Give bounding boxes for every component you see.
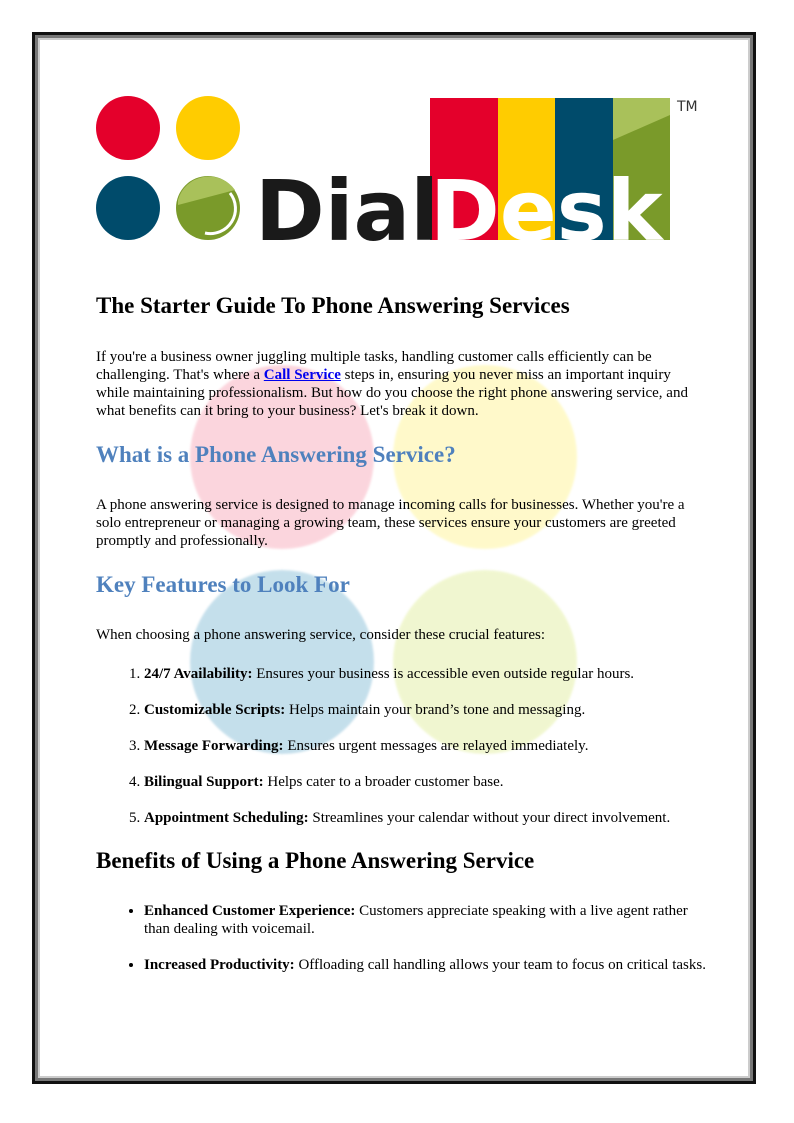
list-item: Message Forwarding: Ensures urgent messa…: [144, 737, 706, 755]
benefits-list: Enhanced Customer Experience: Customers …: [96, 902, 706, 974]
list-item: Appointment Scheduling: Streamlines your…: [144, 809, 706, 827]
section-paragraph: A phone answering service is designed to…: [96, 497, 685, 549]
section-heading: What is a Phone Answering Service?: [96, 442, 456, 467]
section-heading: Benefits of Using a Phone Answering Serv…: [96, 848, 535, 873]
intro-text: steps in, ensuring you never miss an imp…: [96, 367, 688, 419]
page-title: The Starter Guide To Phone Answering Ser…: [96, 293, 570, 318]
list-item: Enhanced Customer Experience: Customers …: [144, 902, 706, 938]
watermark-red-circle: [190, 365, 374, 549]
intro-paragraph: If you're a business owner juggling mult…: [96, 348, 706, 420]
document-body: The Starter Guide To Phone Answering Ser…: [96, 292, 706, 994]
svg-text:TM: TM: [676, 99, 698, 115]
watermark-green-circle: [393, 570, 577, 754]
call-service-link[interactable]: Call Service: [263, 367, 341, 383]
svg-text:Dial: Dial: [255, 162, 439, 245]
list-item: Bilingual Support: Helps cater to a broa…: [144, 773, 706, 791]
section-paragraph: When choosing a phone answering service,…: [96, 627, 545, 643]
dialdesk-logo: Dial Desk TM: [95, 95, 705, 260]
list-item: Increased Productivity: Offloading call …: [144, 956, 706, 974]
svg-text:Desk: Desk: [430, 162, 665, 245]
watermark-blue-circle: [190, 570, 374, 754]
section-heading: Key Features to Look For: [96, 572, 350, 597]
features-list: 24/7 Availability: Ensures your business…: [96, 665, 706, 827]
list-item: Customizable Scripts: Helps maintain you…: [144, 701, 706, 719]
watermark-yellow-circle: [393, 365, 577, 549]
page-border: [32, 32, 756, 1084]
intro-text: If you're a business owner juggling mult…: [96, 349, 652, 383]
list-item: 24/7 Availability: Ensures your business…: [144, 665, 706, 683]
